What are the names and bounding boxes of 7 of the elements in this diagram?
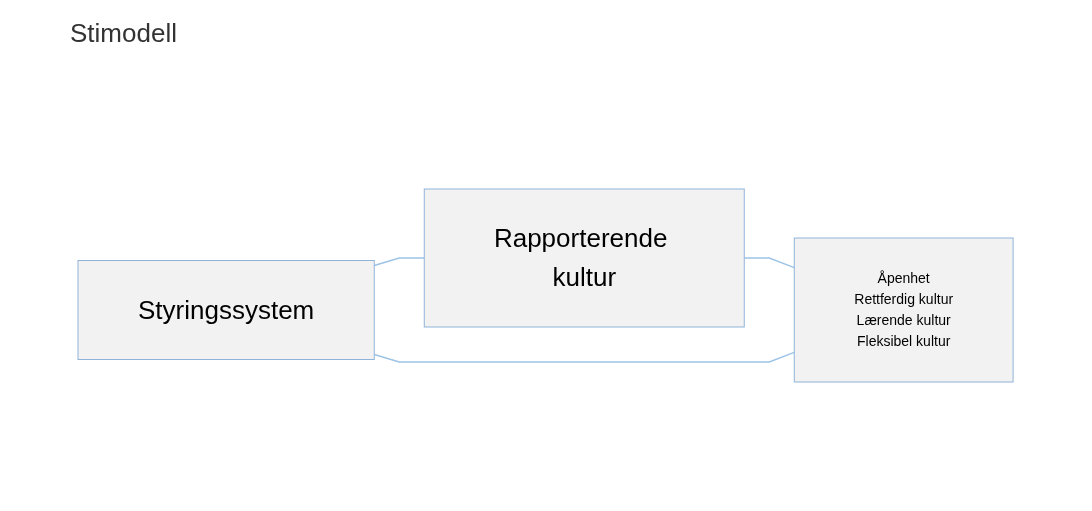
connector	[373, 351, 796, 363]
connector	[743, 256, 796, 268]
node-box: Styringssystem	[77, 259, 376, 360]
node-box: Rapporterende kultur	[424, 188, 746, 327]
diagram-title: Stimodell	[70, 18, 177, 49]
node-box: Åpenhet Rettferdig kultur Lærende kultur Fleksibel kultur	[794, 237, 1015, 382]
connector	[373, 256, 426, 266]
